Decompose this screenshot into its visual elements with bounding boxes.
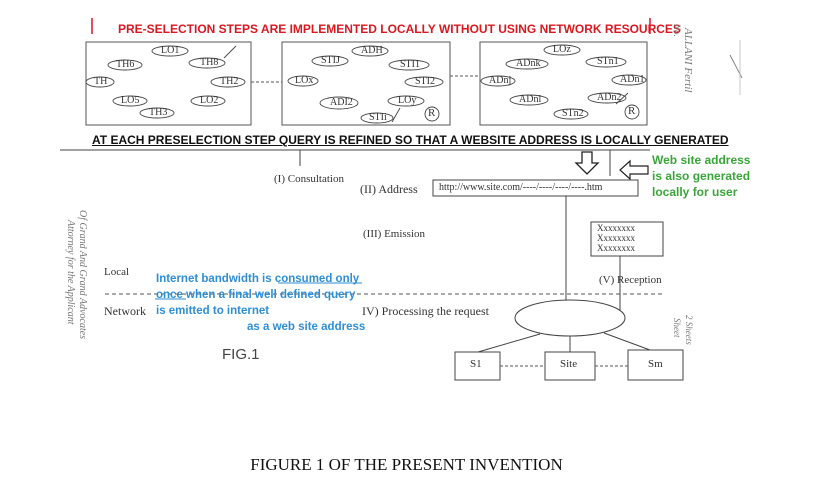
step-emission: (III) Emission	[363, 228, 425, 240]
node-label: TH	[94, 76, 107, 87]
node-label: STn1	[597, 56, 619, 67]
node-label: LOy	[398, 95, 416, 106]
node-label: LO2	[200, 95, 218, 106]
margin-left-text-2: Attorney for the Applicant	[65, 220, 76, 325]
address-value: http://www.site.com/----/----/----/----.…	[439, 182, 602, 193]
local-label: Local	[104, 266, 129, 278]
step-address-label: (II) Address	[360, 182, 418, 197]
node-label: LOz	[553, 44, 571, 55]
server-label: S1	[470, 358, 482, 370]
green-callout-line: is also generated	[652, 168, 750, 184]
blue-callout-line: as a web site address	[247, 319, 365, 335]
node-label: LO5	[121, 95, 139, 106]
blue-callout-line: once when a final well defined query	[156, 287, 355, 303]
node-label: ADn2	[597, 92, 621, 103]
step-reception: (V) Reception	[599, 274, 662, 286]
green-callout-line: Web site address	[652, 152, 750, 168]
node-label: STn2	[562, 108, 584, 119]
network-label: Network	[104, 304, 146, 319]
node-label: STIJ	[321, 55, 340, 66]
server-label: Site	[560, 358, 577, 370]
margin-right-text-2: No.	[672, 24, 682, 37]
step-consultation: (I) Consultation	[274, 173, 344, 185]
step-processing: IV) Processing the request	[362, 304, 489, 319]
node-label: ADnk	[516, 58, 540, 69]
margin-left-text: Of Grand And Grand Advocates	[77, 210, 88, 339]
result-line: Xxxxxxxx	[597, 243, 635, 253]
result-line: Xxxxxxxx	[597, 233, 635, 243]
node-label: LO1	[161, 45, 179, 56]
margin-right-text-3: 2 Sheets	[684, 315, 694, 345]
node-label: R	[628, 105, 635, 117]
node-label: R	[428, 107, 435, 119]
result-line: Xxxxxxxx	[597, 223, 635, 233]
node-label: ADH	[361, 45, 383, 56]
node-label: LOx	[295, 75, 313, 86]
fig-label: FIG.1	[222, 346, 260, 363]
blue-callout-line: Internet bandwidth is consumed only	[156, 271, 359, 287]
node-label: STIi	[369, 112, 387, 123]
node-label: ADn1	[620, 74, 644, 85]
node-label: STI2	[415, 76, 435, 87]
figure-caption: FIGURE 1 OF THE PRESENT INVENTION	[0, 455, 813, 475]
node-label: ADnj	[489, 75, 511, 86]
node-label: ADnl	[519, 94, 541, 105]
margin-right-text-4: Sheet	[672, 318, 682, 338]
node-label: TH2	[220, 76, 238, 87]
green-callout-line: locally for user	[652, 184, 737, 200]
node-label: TH6	[116, 59, 134, 70]
node-label: TH8	[200, 57, 218, 68]
node-label: STI1	[400, 59, 420, 70]
blue-callout-line: is emitted to internet	[156, 303, 269, 319]
node-label: ADI2	[330, 97, 353, 108]
margin-right-text: ALLANI Fertil	[682, 28, 694, 92]
node-label: TH3	[149, 107, 167, 118]
server-label: Sm	[648, 358, 663, 370]
